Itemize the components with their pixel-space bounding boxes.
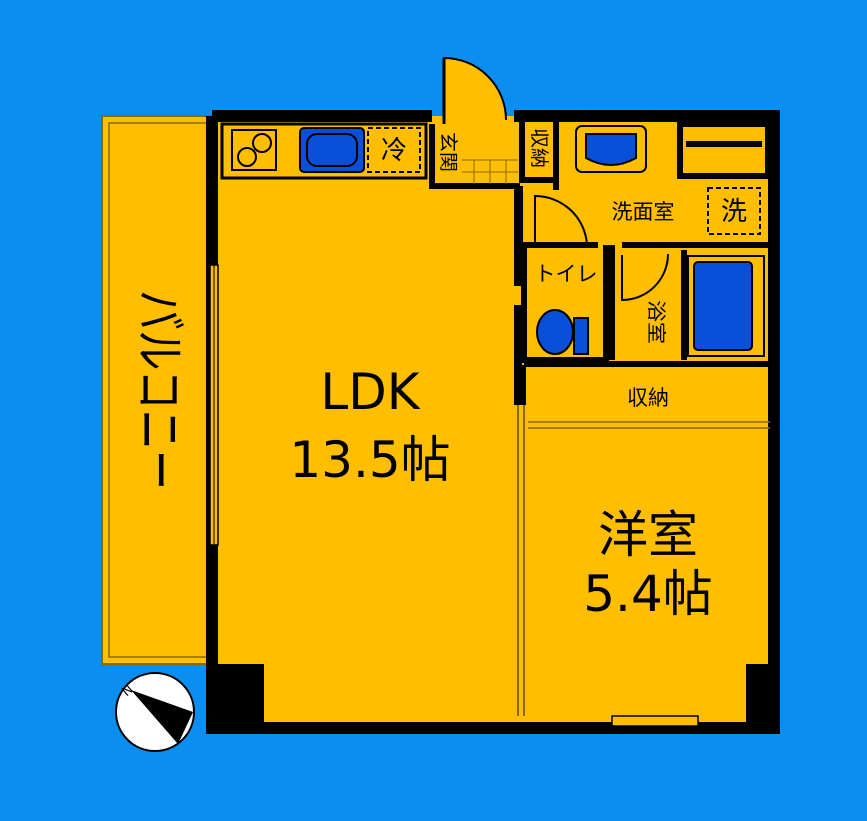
bath: 浴室 (609, 245, 765, 360)
toilet: トイレ (521, 245, 609, 363)
washer-label: 洗 (721, 197, 747, 227)
entrance-door (443, 56, 507, 124)
room-labels: LDK 13.5帖 洋室 5.4帖 (289, 363, 712, 623)
entrance-storage-label: 収納 (528, 128, 550, 168)
western-name-label: 洋室 (598, 506, 698, 564)
balcony: バルコニー (101, 115, 215, 665)
bath-door (621, 253, 669, 302)
toilet-bowl-icon (536, 309, 574, 355)
washroom: 洗 洗面室 (517, 121, 774, 248)
balcony-label: バルコニー (128, 290, 188, 490)
washroom-shelf (677, 121, 771, 179)
entrance-storage: 収納 (519, 116, 559, 183)
entrance: 玄関 (429, 56, 520, 189)
washroom-door (534, 194, 588, 246)
column (214, 664, 264, 724)
storage: 収納 (524, 361, 774, 429)
western-size-label: 5.4帖 (583, 565, 713, 623)
burner-icon (252, 133, 272, 153)
partition-wall (514, 186, 526, 716)
kitchen-counter: 冷 (220, 122, 428, 180)
fridge-label: 冷 (381, 136, 407, 166)
ldk-name-label: LDK (320, 363, 420, 421)
fridge-space (367, 127, 421, 173)
storage-label: 収納 (627, 386, 669, 410)
entrance-label: 玄関 (437, 132, 459, 172)
stove (231, 129, 277, 171)
toilet-tank-icon (573, 317, 589, 355)
bathtub-icon (693, 261, 753, 351)
compass-icon: N (115, 672, 195, 752)
ldk-size-label: 13.5帖 (289, 431, 450, 489)
western-window (611, 715, 699, 727)
washer-space (707, 187, 761, 235)
bath-label: 浴室 (645, 300, 667, 344)
washroom-label: 洗面室 (612, 200, 675, 224)
toilet-label: トイレ (535, 262, 598, 286)
column (746, 664, 770, 724)
burner-icon (237, 147, 257, 167)
